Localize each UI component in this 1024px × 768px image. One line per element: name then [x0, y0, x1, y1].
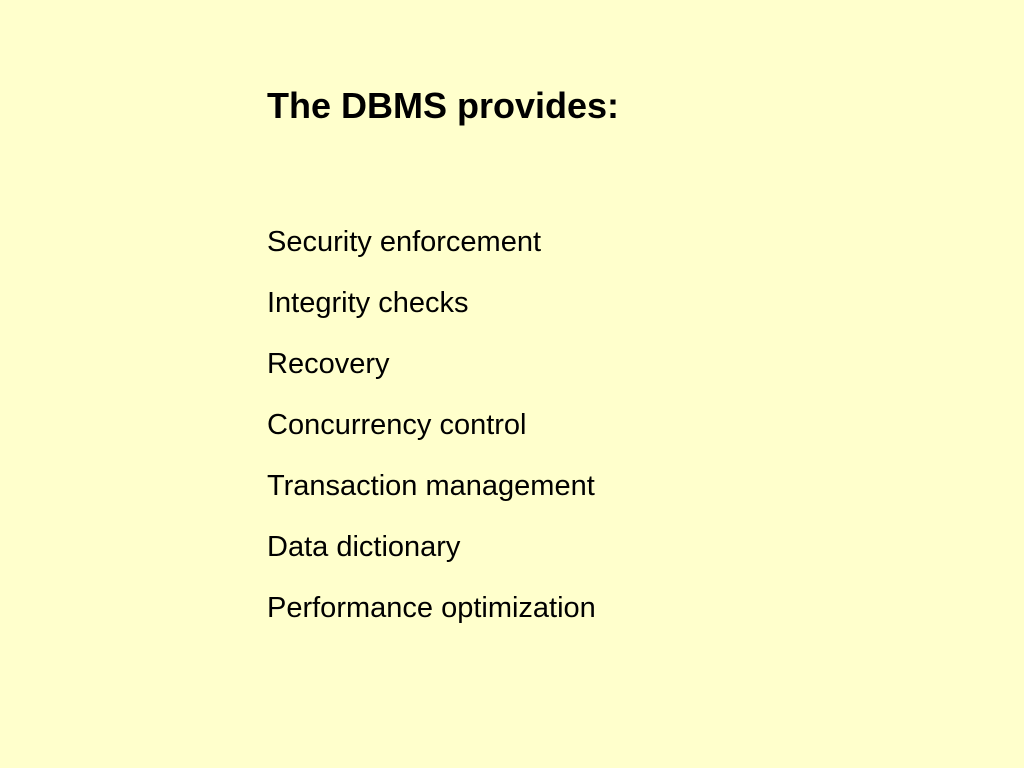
- list-item: Data dictionary: [267, 531, 461, 563]
- list-item: Integrity checks: [267, 287, 469, 319]
- feature-list: Security enforcement Integrity checks Re…: [267, 224, 596, 651]
- list-item: Transaction management: [267, 470, 595, 502]
- list-item: Concurrency control: [267, 409, 527, 441]
- list-item: Recovery: [267, 348, 390, 380]
- list-item: Security enforcement: [267, 226, 542, 258]
- slide-title: The DBMS provides:: [267, 85, 620, 126]
- list-item: Performance optimization: [267, 592, 596, 624]
